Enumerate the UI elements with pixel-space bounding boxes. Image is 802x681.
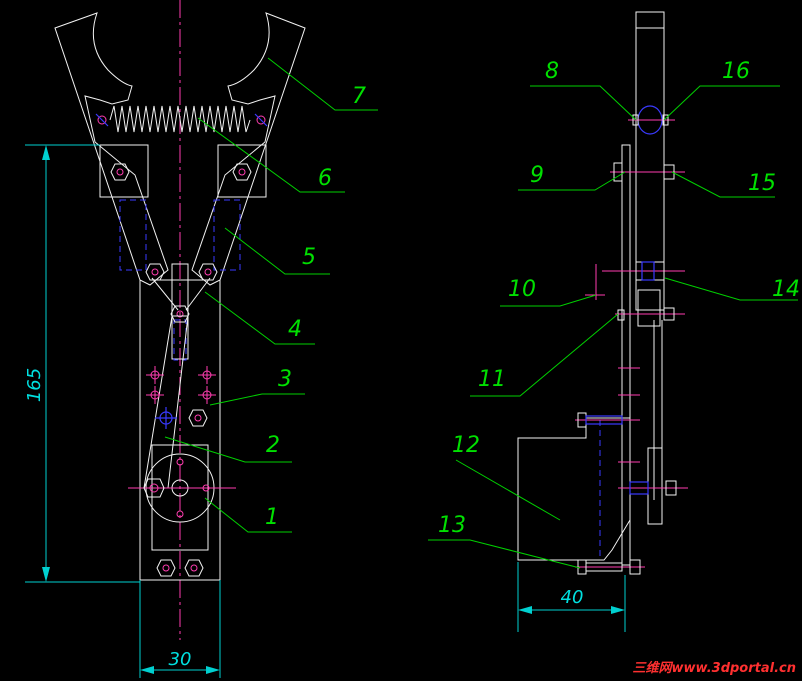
label-3: 3 <box>278 367 292 392</box>
front-view: 165 30 7 6 5 4 3 2 1 <box>24 0 378 678</box>
side-jaw-plate <box>635 27 665 311</box>
slider-hidden <box>173 319 187 361</box>
mounting-hole-4 <box>198 386 216 404</box>
connecting-rod <box>143 315 189 489</box>
side-bolt-13-shank <box>585 562 623 572</box>
dimension-width-front: 30 <box>139 580 221 678</box>
side-pin-16-head <box>662 114 669 126</box>
link-right-a <box>185 277 211 311</box>
pivot-nut-right-lower <box>198 263 218 281</box>
side-motor-disc <box>647 447 663 525</box>
pivot-nut-right-upper <box>232 163 252 181</box>
label-6: 6 <box>318 166 332 191</box>
watermark: 三维网www.3dportal.cn <box>633 660 796 676</box>
label-8: 8 <box>545 59 559 84</box>
side-pin-8-head <box>632 114 639 126</box>
side-motor-shaft <box>629 481 649 495</box>
label-1: 1 <box>265 505 279 530</box>
label-11: 11 <box>478 367 506 392</box>
side-housing-12 <box>517 417 631 561</box>
leader-9 <box>518 171 626 191</box>
label-13: 13 <box>438 513 466 538</box>
dimension-width-front-label: 30 <box>169 649 192 670</box>
side-bolt-13-nut <box>629 559 641 575</box>
crank-bolt-bottom <box>176 510 184 518</box>
leader-13 <box>428 539 581 569</box>
leader-11 <box>470 313 619 397</box>
side-motor-nut <box>665 480 677 496</box>
spring-pin-left <box>97 115 107 125</box>
right-bracket <box>217 144 267 198</box>
dimension-width-side: 40 <box>517 562 626 632</box>
leader-5 <box>224 227 330 275</box>
label-14: 14 <box>772 277 800 302</box>
side-slider-nut <box>663 307 675 321</box>
leader-2 <box>164 436 292 463</box>
leader-10 <box>500 294 597 307</box>
crank-bolt-top <box>176 458 184 466</box>
leader-6 <box>197 117 345 193</box>
leader-8 <box>530 85 637 121</box>
side-view: 40 8 16 9 15 10 14 11 12 13 <box>428 11 800 632</box>
leader-7 <box>267 57 378 111</box>
right-hidden-link <box>213 199 241 271</box>
side-bracket-plate <box>621 144 631 566</box>
leader-3 <box>209 393 305 406</box>
dimension-height: 165 <box>24 144 140 583</box>
base-nut-left <box>156 559 176 577</box>
spring-pin-left-mark <box>95 113 109 127</box>
spring <box>109 105 251 133</box>
label-16: 16 <box>722 59 750 84</box>
side-jaw-top <box>635 11 665 29</box>
side-slider-left <box>617 309 625 321</box>
leader-14 <box>664 277 798 301</box>
label-9: 9 <box>530 163 544 188</box>
side-slider-11 <box>637 289 661 327</box>
side-bolt-15-nut <box>663 164 675 180</box>
label-5: 5 <box>302 245 316 270</box>
side-pin-14-inner <box>641 261 655 281</box>
spring-pin-right-mark <box>254 113 268 127</box>
right-jaw <box>191 12 306 286</box>
base-nut-right <box>184 559 204 577</box>
center-pin-nut <box>170 305 190 323</box>
left-jaw <box>54 12 169 286</box>
mounting-hole-3 <box>146 386 164 404</box>
label-12: 12 <box>452 433 480 458</box>
label-15: 15 <box>748 171 776 196</box>
mounting-nut-3 <box>188 409 208 427</box>
leader-1 <box>204 497 292 533</box>
spring-pin-right <box>256 115 266 125</box>
side-bolt-9-head <box>613 162 623 182</box>
leader-16 <box>663 85 780 121</box>
crank-bolt-right <box>202 484 210 492</box>
mounting-hole-1 <box>146 366 164 384</box>
label-10: 10 <box>508 277 536 302</box>
pivot-nut-left-upper <box>110 163 130 181</box>
left-bracket <box>99 144 149 198</box>
left-hidden-link <box>119 199 147 271</box>
link-left-a <box>151 277 179 311</box>
pivot-nut-left-lower <box>145 263 165 281</box>
side-bolt-row-1-shank <box>585 415 623 425</box>
leader-12 <box>455 459 561 521</box>
leader-15 <box>671 171 775 198</box>
base-plate <box>139 279 221 581</box>
dimension-width-side-label: 40 <box>561 587 584 608</box>
crank-pin-nut <box>143 478 165 498</box>
label-2: 2 <box>266 433 280 458</box>
dimension-height-label: 165 <box>24 368 45 402</box>
label-4: 4 <box>288 317 302 342</box>
mounting-hole-2 <box>198 366 216 384</box>
label-7: 7 <box>352 84 366 109</box>
leader-4 <box>204 291 315 345</box>
